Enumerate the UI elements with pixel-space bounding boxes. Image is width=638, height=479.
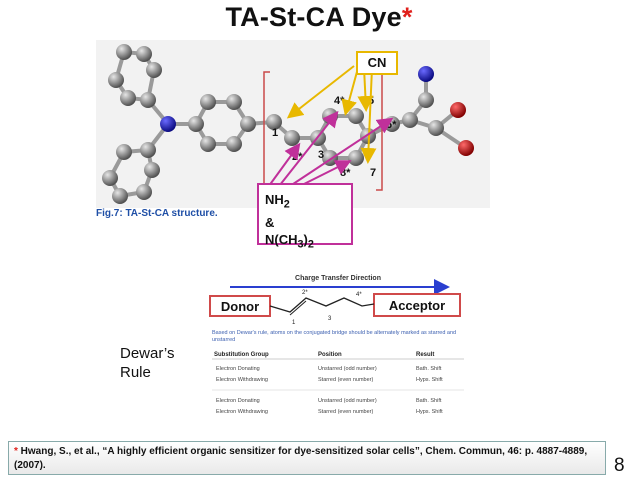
dewar-rule-label: Dewar’s Rule bbox=[120, 344, 174, 382]
table-header: Result bbox=[416, 352, 434, 358]
donor-label: Donor bbox=[221, 299, 259, 314]
reference-footnote: * Hwang, S., et al., “A highly efficient… bbox=[8, 441, 606, 475]
substituent-label-box: NH2 & N(CH3)2 bbox=[257, 183, 353, 250]
substituent-nme2: N(CH3)2 bbox=[265, 231, 314, 251]
table-cell: Bath. Shift bbox=[416, 366, 442, 372]
table-cell: Hyps. Shift bbox=[416, 409, 443, 415]
table-cell: Electron Donating bbox=[216, 398, 260, 404]
dewar-label-line: Rule bbox=[120, 364, 151, 381]
cn-label-box: CN bbox=[356, 51, 398, 75]
figure-caption: Fig.7: TA-St-CA structure. bbox=[96, 208, 218, 219]
page-number: 8 bbox=[614, 455, 625, 476]
table-cell: Unstarred (odd number) bbox=[318, 398, 377, 404]
bridge-label: 2* bbox=[302, 290, 308, 296]
table-cell: Unstarred (odd number) bbox=[318, 366, 377, 372]
substituent-and: & bbox=[265, 214, 275, 230]
table-cell: Starred (even number) bbox=[318, 377, 373, 383]
table-cell: Electron Donating bbox=[216, 366, 260, 372]
bridge-label: 1 bbox=[292, 320, 296, 326]
bridge-label: 3 bbox=[328, 316, 332, 322]
molecule-structure-image: 1 2* 3 4* 5 6* 7 8* bbox=[96, 40, 490, 208]
slide-title: TA-St-CA Dye* bbox=[225, 2, 413, 32]
table-cell: Hyps. Shift bbox=[416, 377, 443, 383]
position-label: 1 bbox=[272, 127, 278, 139]
dewar-label-line: Dewar’s bbox=[120, 345, 175, 362]
dewar-rule-image: Charge Transfer Direction Donor Acceptor… bbox=[206, 266, 470, 424]
table-cell: Electron Withdrawing bbox=[216, 409, 268, 415]
charge-transfer-header: Charge Transfer Direction bbox=[295, 275, 381, 282]
table-cell: Starred (even number) bbox=[318, 409, 373, 415]
bridge-label: 4* bbox=[356, 292, 362, 298]
position-label: 4* bbox=[334, 95, 345, 107]
table-header: Substitution Group bbox=[214, 352, 269, 358]
position-label: 7 bbox=[370, 167, 376, 179]
position-label: 3 bbox=[318, 149, 324, 161]
substituent-nh2: NH2 bbox=[265, 192, 290, 211]
table-header: Position bbox=[318, 352, 342, 358]
position-label: 8* bbox=[340, 167, 351, 179]
dewar-description: Based on Dewar's rule, atoms on the conj… bbox=[212, 330, 457, 343]
table-cell: Electron Withdrawing bbox=[216, 377, 268, 383]
acceptor-label: Acceptor bbox=[389, 298, 445, 313]
table-cell: Bath. Shift bbox=[416, 398, 442, 404]
